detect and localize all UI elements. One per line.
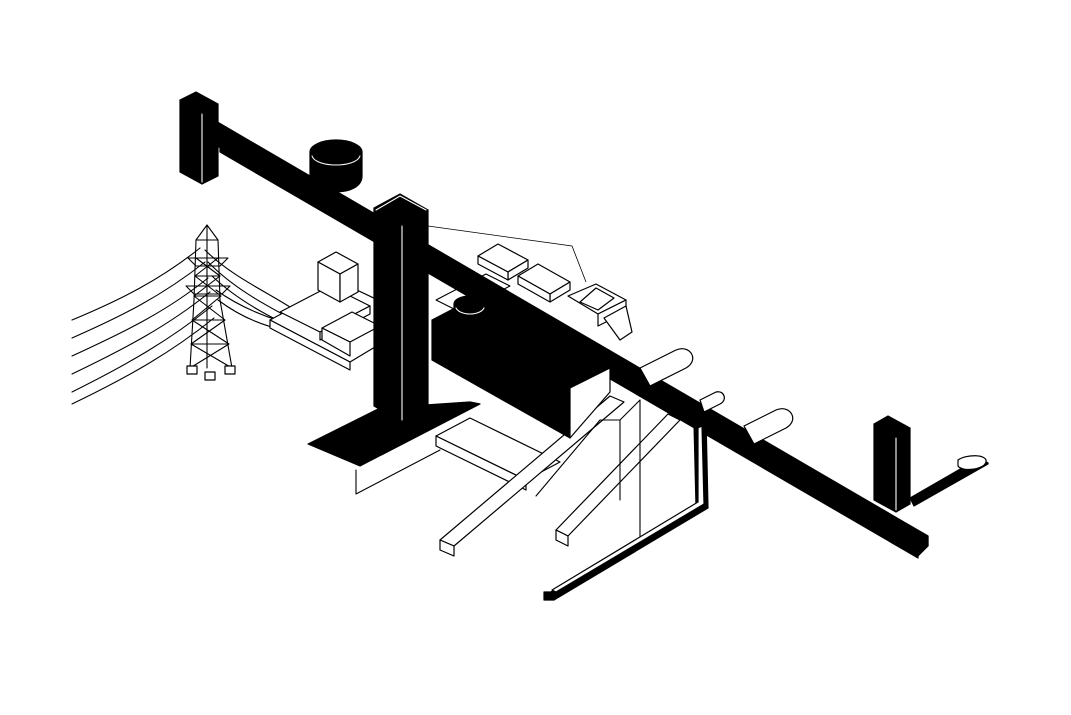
ramps xyxy=(355,348,794,557)
storage-tank-small xyxy=(453,295,487,338)
tall-tower xyxy=(373,193,429,423)
power-pylon xyxy=(185,224,236,381)
short-tower-left xyxy=(179,91,219,185)
l-shaped-pipe xyxy=(543,417,709,601)
short-tower-right xyxy=(873,415,989,513)
storage-tank-top xyxy=(309,139,363,193)
